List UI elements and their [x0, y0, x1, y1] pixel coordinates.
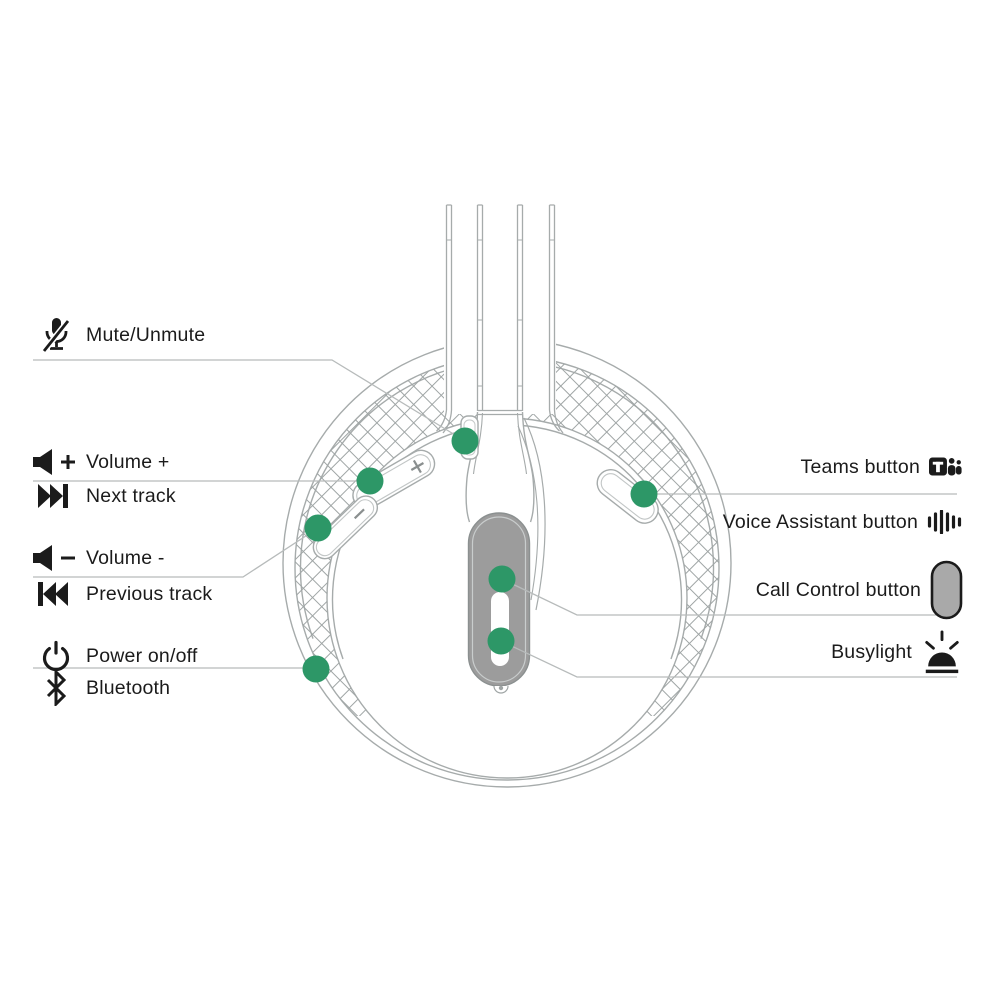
- teams-icon: [929, 454, 963, 480]
- previous-track-icon: [33, 582, 79, 606]
- label-volume-down: Volume -: [33, 538, 165, 578]
- label-teams: Teams button: [801, 447, 963, 487]
- volume-down-rocker: [312, 495, 379, 560]
- hotspot-volume-minus: [304, 514, 332, 542]
- call-control-icon: [930, 560, 963, 620]
- label-text: Previous track: [86, 582, 213, 605]
- label-mute: Mute/Unmute: [33, 315, 205, 355]
- next-track-icon: [33, 484, 79, 508]
- label-text: Call Control button: [755, 578, 921, 601]
- power-icon: [33, 640, 79, 672]
- mic-mute-icon: [33, 315, 79, 355]
- minus-mark: [353, 508, 365, 520]
- label-text: Next track: [86, 484, 176, 507]
- label-next-track: Next track: [33, 476, 176, 516]
- bottom-nub-dot: [498, 685, 504, 691]
- label-bluetooth: Bluetooth: [33, 668, 170, 708]
- headband-slider-end: [478, 409, 522, 416]
- label-text: Mute/Unmute: [86, 323, 206, 346]
- label-text: Power on/off: [86, 644, 198, 667]
- plus-mark: [410, 459, 424, 474]
- leader-volume-down: [33, 527, 319, 578]
- label-power: Power on/off: [33, 636, 198, 676]
- yoke-stem-fill: [466, 410, 534, 532]
- label-busylight: Busylight: [831, 626, 963, 678]
- leader-busylight: [500, 640, 957, 678]
- label-text: Teams button: [800, 455, 920, 478]
- label-previous-track: Previous track: [33, 574, 212, 614]
- hotspots: [302, 427, 658, 683]
- label-text: Busylight: [831, 640, 912, 663]
- leader-call-control: [501, 578, 957, 616]
- label-call-control: Call Control button: [756, 560, 963, 620]
- headband: [436, 204, 564, 434]
- ear-cushion-hatch: [295, 356, 719, 716]
- label-text: Volume +: [86, 450, 170, 473]
- voice-assistant-icon: [927, 510, 963, 534]
- leader-mute: [33, 359, 466, 442]
- hotspot-power: [302, 655, 330, 683]
- label-text: Bluetooth: [86, 676, 171, 699]
- label-volume-up: Volume +: [33, 442, 169, 482]
- volume-plus-icon: [33, 448, 79, 476]
- label-voice-assistant: Voice Assistant button: [723, 502, 963, 542]
- hotspot-busylight: [487, 627, 515, 655]
- hotspot-call-control: [488, 565, 516, 593]
- hotspot-teams: [630, 480, 658, 508]
- hotspot-mute: [451, 427, 479, 455]
- hotspot-volume-plus: [356, 467, 384, 495]
- label-text: Volume -: [86, 546, 165, 569]
- leader-lines: [33, 359, 957, 678]
- headband-mask: [444, 322, 556, 414]
- control-panel: [467, 512, 531, 694]
- busylight-icon: [921, 627, 963, 677]
- bluetooth-icon: [33, 670, 79, 706]
- label-text: Voice Assistant button: [722, 510, 918, 533]
- volume-minus-icon: [33, 544, 79, 572]
